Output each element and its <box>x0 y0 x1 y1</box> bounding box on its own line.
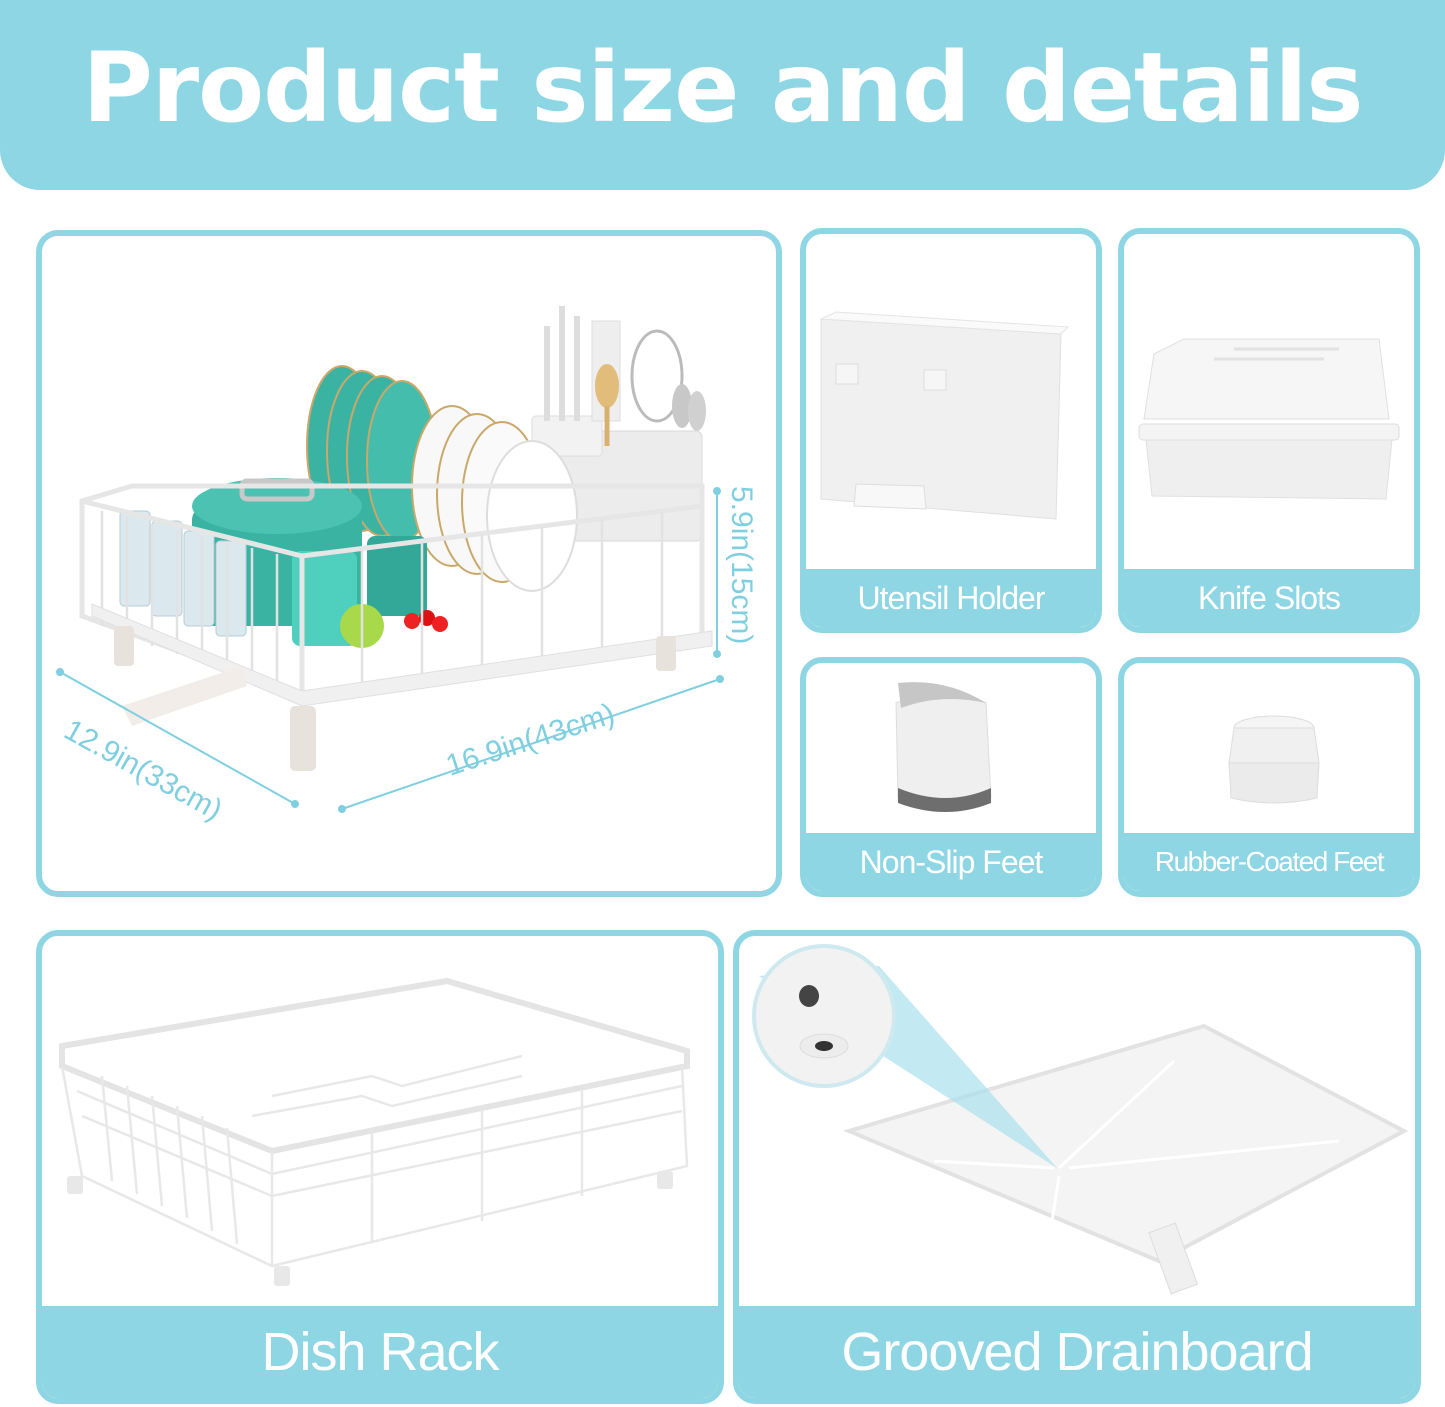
knife-block-icon <box>1124 234 1414 569</box>
drainboard-icon <box>739 936 1415 1306</box>
dimension-lines <box>56 487 724 813</box>
tile-label: Knife Slots <box>1124 569 1414 627</box>
tile-label: Utensil Holder <box>806 569 1096 627</box>
height-dimension-label: 5.9in(15cm) <box>725 486 758 644</box>
card-label: Dish Rack <box>42 1306 718 1398</box>
tile-rubber-coated-feet: Rubber-Coated Feet <box>1118 657 1420 897</box>
width-dimension-label: 16.9in(43cm) <box>442 697 619 782</box>
non-slip-foot-icon <box>806 663 1096 833</box>
tile-knife-slots: Knife Slots <box>1118 228 1420 633</box>
utensil-holder-icon <box>806 234 1096 569</box>
header-banner: Product size and details <box>0 0 1445 190</box>
tile-non-slip-feet: Non-Slip Feet <box>800 657 1102 897</box>
dish-rack-assembled-image: 12.9in(33cm) 16.9in(43cm) 5.9in(15cm) <box>42 236 776 891</box>
tile-label: Rubber-Coated Feet <box>1124 833 1414 891</box>
legs-icon <box>114 626 676 771</box>
card-dish-rack: Dish Rack <box>36 930 724 1404</box>
depth-dimension-label: 12.9in(33cm) <box>59 713 228 827</box>
main-product-card: 12.9in(33cm) 16.9in(43cm) 5.9in(15cm) <box>36 230 782 897</box>
tile-utensil-holder: Utensil Holder <box>800 228 1102 633</box>
page-title: Product size and details <box>82 32 1363 144</box>
card-label: Grooved Drainboard <box>739 1306 1415 1398</box>
card-grooved-drainboard: Grooved Drainboard <box>733 930 1421 1404</box>
tile-label: Non-Slip Feet <box>806 833 1096 891</box>
wire-basket-icon <box>42 936 718 1306</box>
rubber-foot-icon <box>1124 663 1414 833</box>
